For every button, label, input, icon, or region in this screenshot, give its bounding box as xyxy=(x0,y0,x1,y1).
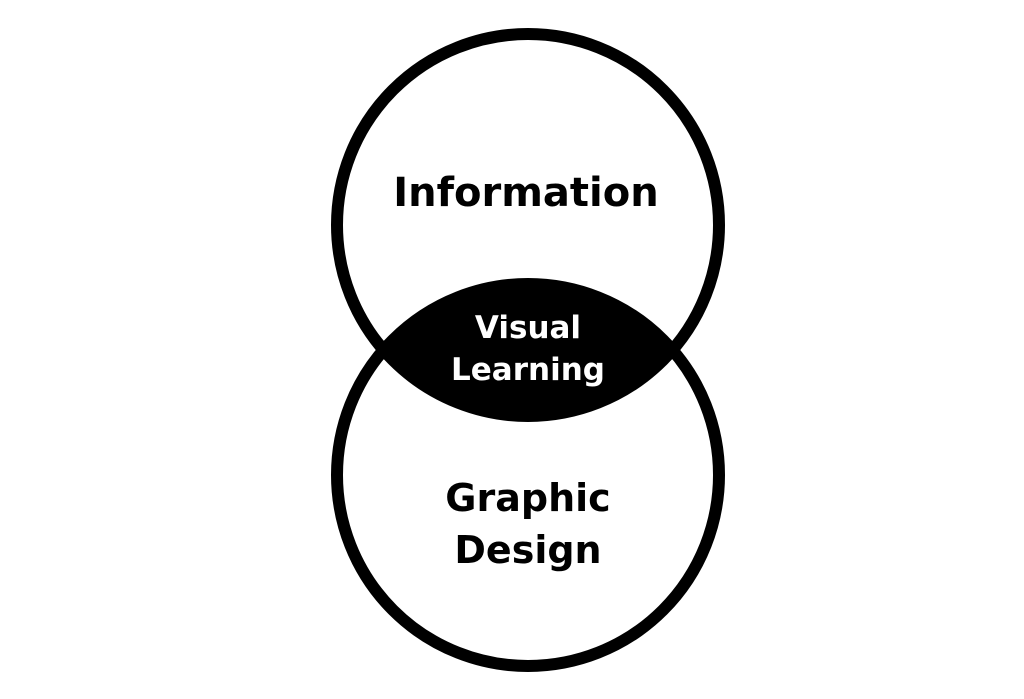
label-information: Information xyxy=(393,170,658,216)
intersection-region xyxy=(337,284,719,416)
label-visual: Visual xyxy=(475,310,581,346)
label-graphic: Graphic xyxy=(445,476,610,520)
circle-graphic-design xyxy=(331,278,725,672)
label-learning: Learning xyxy=(451,352,605,388)
circle-information xyxy=(331,28,725,422)
label-design: Design xyxy=(454,528,601,572)
